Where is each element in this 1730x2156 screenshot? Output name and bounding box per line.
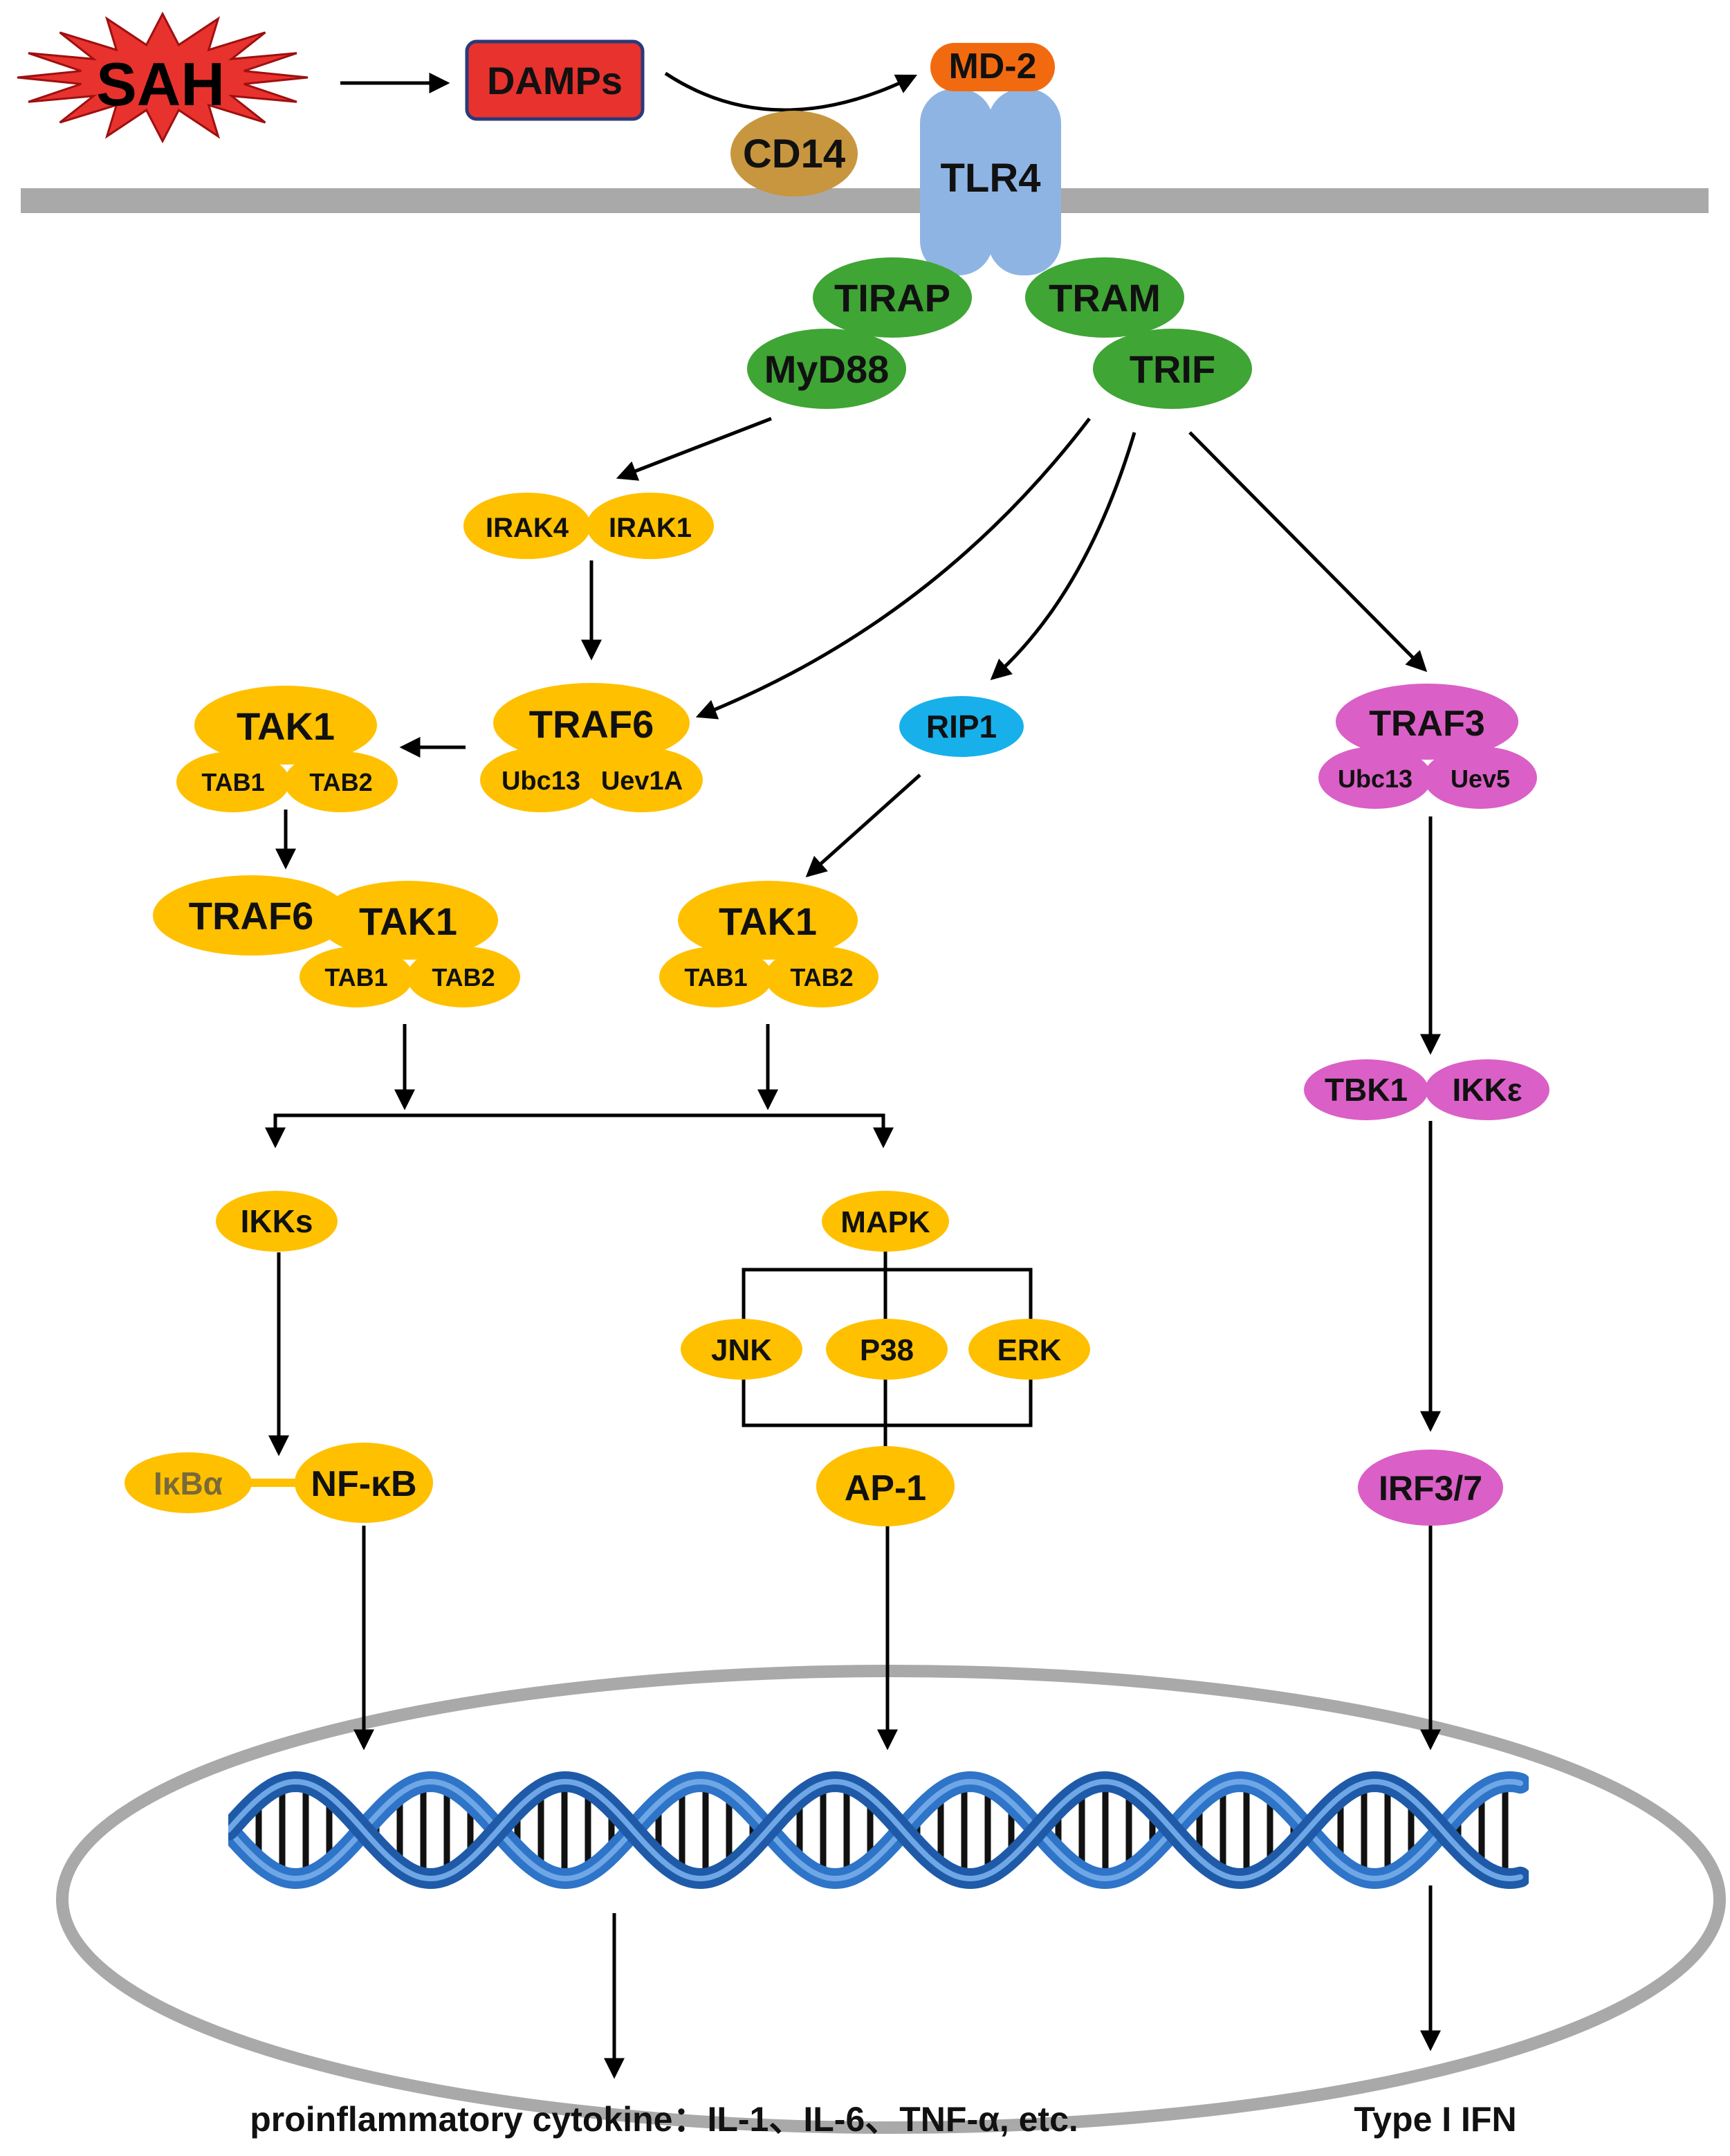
traf3-label: TRAF3 (1369, 704, 1485, 744)
sah-burst-shape (17, 11, 309, 144)
ikba-shape (125, 1452, 252, 1513)
rip1-shape (899, 696, 1024, 757)
ubc13-shape (480, 747, 602, 812)
traf6-label: TRAF6 (529, 702, 654, 746)
damps-box (465, 39, 645, 121)
irak4-shape (463, 493, 591, 559)
arrow-damps-to-md2 (664, 71, 918, 112)
uev1a-shape (581, 747, 703, 812)
uev1a-label: Uev1A (601, 767, 683, 796)
tirap-label: TIRAP (834, 276, 950, 320)
rip-tab1-label: TAB1 (684, 963, 747, 992)
ikks-shape (216, 1191, 338, 1252)
traf3-shape (1336, 684, 1518, 760)
trif-label: TRIF (1130, 347, 1215, 391)
nfkb-shape (295, 1443, 433, 1523)
tlr4-left-lobe (920, 89, 993, 275)
cd14-label: CD14 (743, 131, 845, 176)
irf37-label: IRF3/7 (1379, 1469, 1482, 1508)
mapk-label: MAPK (840, 1205, 930, 1239)
tlr4-right-lobe (988, 89, 1061, 275)
jnk-shape (681, 1319, 802, 1380)
tak1-label: TAK1 (237, 704, 335, 748)
ikke-label: IKKε (1452, 1072, 1522, 1108)
complex-tab1-shape (300, 947, 413, 1007)
nfkb-label: NF-κB (311, 1464, 416, 1504)
md2-shape (930, 43, 1055, 91)
complex-traf6-label: TRAF6 (189, 894, 313, 938)
irak1-label: IRAK1 (609, 513, 692, 543)
traf3-ubc13-shape (1318, 747, 1432, 809)
tbk1-label: TBK1 (1325, 1072, 1408, 1108)
complex-traf6-shape (153, 875, 349, 956)
uev5-shape (1424, 747, 1537, 809)
traf6-shape (493, 683, 690, 763)
rip-tab1-shape (659, 947, 773, 1007)
rip-tak1-label: TAK1 (719, 899, 817, 943)
complex-tab2-label: TAB2 (432, 963, 495, 992)
ikke-shape (1425, 1059, 1549, 1120)
tab1-shape (176, 751, 290, 812)
erk-shape (968, 1319, 1090, 1380)
tab2-label: TAB2 (309, 768, 372, 796)
tram-label: TRAM (1049, 276, 1161, 320)
jnk-label: JNK (711, 1333, 772, 1367)
complex-tak1-shape (318, 881, 498, 960)
arrow-rip1-to-tak1 (805, 774, 921, 878)
ap1-label: AP-1 (845, 1468, 926, 1508)
mapk-shape (822, 1191, 949, 1252)
rip-tab2-label: TAB2 (790, 963, 853, 992)
erk-label: ERK (997, 1333, 1062, 1367)
dna-helix (228, 1771, 1529, 1890)
tak1-shape (194, 686, 377, 765)
rip-tab2-shape (765, 947, 878, 1007)
cytokines-output-label: proinflammatory cytokine：IL-1、IL-6、TNF-α… (250, 2100, 1078, 2139)
damps-label: DAMPs (487, 59, 623, 102)
traf3-ubc13-label: Ubc13 (1338, 765, 1412, 793)
tram-shape (1025, 257, 1184, 338)
rip1-label: RIP1 (926, 709, 997, 744)
ikba-label: IκBα (154, 1465, 223, 1501)
arrow-trif-to-rip1 (990, 432, 1137, 680)
arrow-myd88-to-irak (616, 417, 772, 481)
trif-shape (1093, 329, 1252, 409)
myd88-label: MyD88 (764, 347, 890, 391)
p38-label: P38 (860, 1333, 914, 1367)
tlr4-label: TLR4 (941, 156, 1041, 201)
irf37-shape (1358, 1450, 1503, 1526)
irak1-shape (587, 493, 714, 559)
complex-tak1-label: TAK1 (359, 899, 457, 943)
tbk1-shape (1304, 1059, 1428, 1120)
myd88-shape (747, 329, 906, 409)
rip-tak1-shape (678, 881, 858, 960)
irak4-label: IRAK4 (486, 513, 569, 543)
cd14-shape (730, 111, 858, 197)
p38-shape (826, 1319, 948, 1380)
tab1-label: TAB1 (201, 768, 264, 796)
cell-membrane (21, 188, 1709, 213)
md2-label: MD-2 (948, 46, 1036, 86)
nucleus (56, 1665, 1726, 2134)
ifn-output-label: Type I IFN (1354, 2100, 1516, 2139)
ap1-shape (816, 1446, 955, 1526)
tirap-shape (813, 257, 972, 338)
ikks-label: IKKs (241, 1203, 313, 1239)
tab2-shape (284, 751, 398, 812)
arrow-trif-to-traf6 (695, 417, 1091, 720)
complex-tab1-label: TAB1 (324, 963, 387, 992)
sah-label: SAH (96, 50, 225, 118)
ubc13-label: Ubc13 (501, 767, 580, 796)
bracket-ikks-mapk (265, 1113, 894, 1149)
uev5-label: Uev5 (1451, 765, 1510, 793)
complex-tab2-shape (407, 947, 520, 1007)
arrow-trif-to-traf3 (1188, 431, 1428, 673)
